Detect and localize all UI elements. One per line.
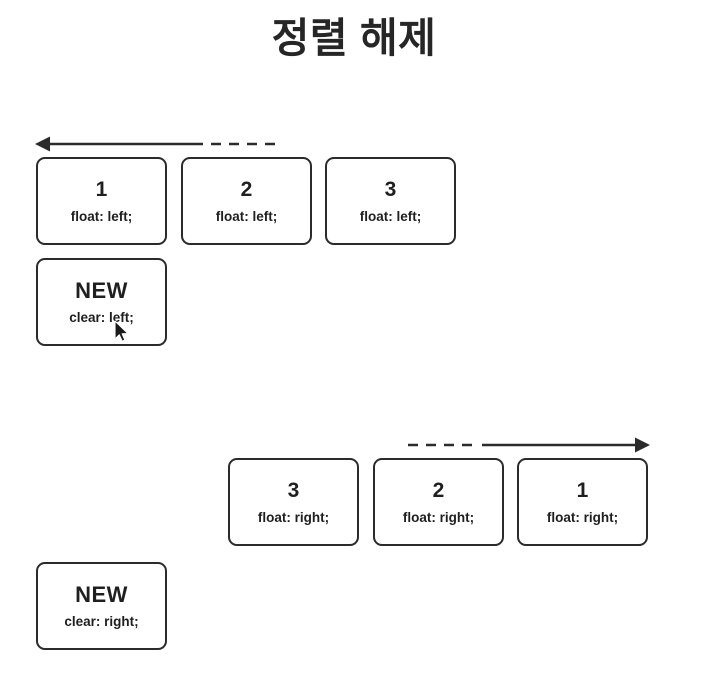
left-arrow [35,133,280,155]
box-number: 2 [432,478,445,502]
box-declaration: clear: left; [69,309,134,325]
box-declaration: float: left; [359,208,422,224]
box-number: NEW [75,581,128,607]
box-number: 1 [95,177,108,201]
float-left-box-2[interactable]: 2 float: left; [181,157,312,245]
box-declaration: float: left; [70,208,133,224]
float-right-box-1[interactable]: 1 float: right; [517,458,648,546]
box-declaration: float: right; [546,509,619,525]
clear-right-new-box[interactable]: NEW clear: right; [36,562,167,650]
box-number: 1 [576,478,589,502]
float-right-box-2[interactable]: 2 float: right; [373,458,504,546]
box-declaration: clear: right; [64,613,139,629]
box-declaration: float: right; [402,509,475,525]
box-number: 3 [287,478,300,502]
box-number: 2 [240,177,253,201]
float-left-box-1[interactable]: 1 float: left; [36,157,167,245]
clear-left-new-box[interactable]: NEW clear: left; [36,258,167,346]
page-title: 정렬 해제 [271,15,437,61]
box-declaration: float: left; [215,208,278,224]
float-right-box-3[interactable]: 3 float: right; [228,458,359,546]
right-arrow [406,434,654,456]
box-number: 3 [384,177,397,201]
float-left-box-3[interactable]: 3 float: left; [325,157,456,245]
box-declaration: float: right; [257,509,330,525]
box-number: NEW [75,277,128,303]
